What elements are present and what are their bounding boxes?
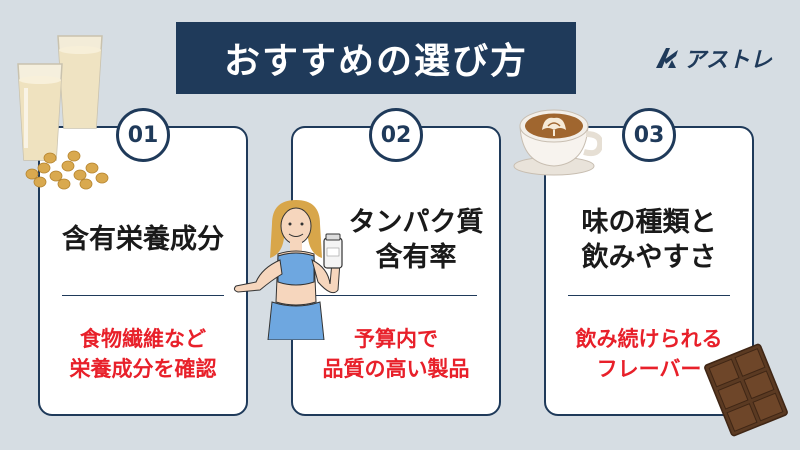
card-subtext-line: 栄養成分を確認 <box>69 357 217 381</box>
card-subtext-line: 予算内で <box>354 326 438 351</box>
card-divider <box>62 295 224 296</box>
card-heading-line: タンパク質 <box>348 206 484 238</box>
astre-logo-icon <box>656 48 678 68</box>
page-title: おすすめの選び方 <box>176 22 576 94</box>
logo-text: アストレ <box>684 48 773 73</box>
card-heading-line: 味の種類と <box>581 206 717 238</box>
page-title-text: おすすめの選び方 <box>223 41 528 82</box>
card-heading: タンパク質 含有率 <box>293 190 499 290</box>
card-divider <box>568 295 730 296</box>
chocolate-bar-illustration <box>704 343 788 437</box>
card-number-badge: 02 <box>369 108 423 162</box>
card-number-badge: 01 <box>116 108 170 162</box>
brand-logo: アストレ <box>654 42 772 74</box>
card-subtext: 食物繊維など 栄養成分を確認 <box>40 314 246 394</box>
card-heading: 味の種類と 飲みやすさ <box>546 190 752 290</box>
card-nutrition: 01 含有栄養成分 食物繊維など 栄養成分を確認 <box>38 108 248 416</box>
card-heading-line: 飲みやすさ <box>581 242 717 273</box>
latte-cup-illustration <box>513 109 602 176</box>
card-heading-line: 含有率 <box>375 242 457 273</box>
card-subtext: 飲み続けられる フレーバー <box>546 314 752 394</box>
card-subtext-line: フレーバー <box>596 357 702 381</box>
card-subtext: 予算内で 品質の高い製品 <box>293 314 499 394</box>
card-heading: 含有栄養成分 <box>40 190 246 290</box>
card-heading-line: 含有栄養成分 <box>62 224 224 256</box>
card-subtext-line: 飲み続けられる <box>575 326 723 351</box>
soybeans-illustration <box>25 150 109 190</box>
card-number-badge: 03 <box>622 108 676 162</box>
soy-milk-glasses-illustration <box>17 35 103 161</box>
card-subtext-line: 食物繊維など <box>80 326 206 351</box>
woman-holding-protein-illustration <box>233 200 343 340</box>
card-subtext-line: 品質の高い製品 <box>322 357 470 381</box>
card-protein: 02 タンパク質 含有率 予算内で 品質の高い製品 <box>291 108 501 416</box>
card-divider <box>315 295 477 296</box>
